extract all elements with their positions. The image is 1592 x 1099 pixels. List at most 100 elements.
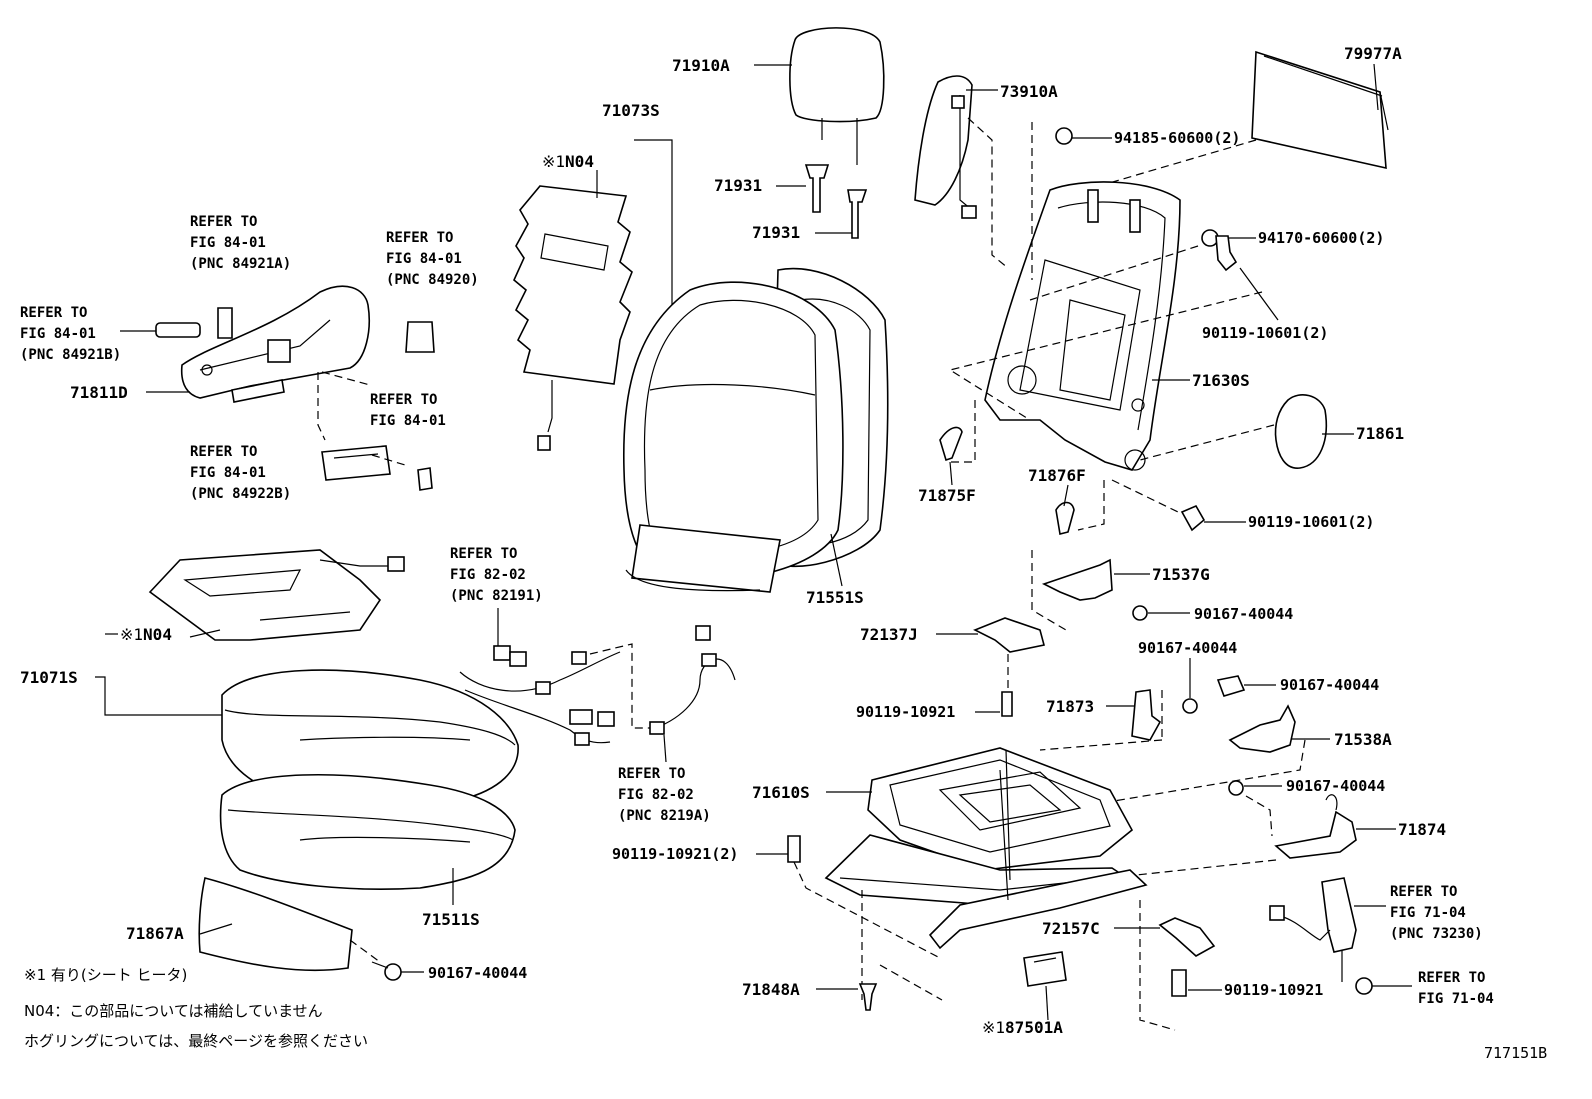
dash-71874-b — [1089, 859, 1277, 881]
part-label-71537G: 71537G — [1152, 565, 1210, 584]
headrest-support-part — [804, 164, 868, 239]
dash-71861 — [1139, 424, 1275, 461]
screw-90167-d — [1228, 780, 1244, 796]
part-label-90167-d: 90167-40044 — [1286, 777, 1386, 795]
heater-mark: ※1 — [542, 152, 566, 171]
screw-90167-c — [1216, 675, 1246, 697]
dash-rear-b — [879, 964, 943, 1001]
dash-71867A — [349, 939, 381, 963]
refer-84920: REFER TO FIG 84-01 (PNC 84920) — [386, 230, 479, 288]
recliner-cover-part — [1274, 394, 1327, 469]
leader-90119-a — [1239, 267, 1279, 321]
refer-71-04: REFER TO FIG 71-04 — [1418, 970, 1494, 1007]
dash-71538A — [1059, 739, 1306, 811]
refer-84-01: REFER TO FIG 84-01 — [370, 392, 446, 429]
dash-90119-a — [948, 291, 1263, 421]
nut-seatbelt — [1355, 977, 1373, 995]
part-label-71511S: 71511S — [422, 910, 480, 929]
dash-71873-b — [1039, 739, 1163, 751]
screw-90167-e — [371, 961, 402, 981]
part-label-71848A: 71848A — [742, 980, 800, 999]
dash-73910A — [967, 117, 1009, 269]
part-label-71630S: 71630S — [1192, 371, 1250, 390]
bolt-90119-a — [1215, 235, 1238, 272]
n04-label: N04 — [143, 625, 172, 644]
part-label-90119-10921-c: 90119-10921 — [1224, 981, 1324, 999]
part-label-90119-10921-a: 90119-10921 — [856, 703, 956, 721]
part-label-71910A: 71910A — [672, 56, 730, 75]
refer-84922B: REFER TO FIG 84-01 (PNC 84922B) — [190, 444, 292, 502]
refer-84921B: REFER TO FIG 84-01 (PNC 84921B) — [20, 305, 122, 363]
nut-94185 — [1055, 127, 1073, 145]
leader-8219A — [663, 734, 667, 763]
part-label-90119-10601-a: 90119-10601(2) — [1202, 324, 1329, 342]
refer-73230: REFER TO FIG 71-04 (PNC 73230) — [1390, 884, 1483, 942]
seatback-frame-part — [984, 181, 1181, 471]
part-label-94170: 94170-60600(2) — [1258, 229, 1385, 247]
note-heater: ※1 有り(シート ヒータ) — [24, 966, 188, 984]
leader-71071S — [95, 676, 222, 716]
heater-mark: ※1 — [982, 1018, 1006, 1037]
cushion-heater-pad — [148, 549, 405, 641]
dash-90119-b — [1111, 479, 1179, 513]
cover-71875F — [939, 426, 963, 462]
leader-71875F — [949, 461, 953, 486]
cover-72157C — [1158, 917, 1216, 957]
cushion-cover-part — [219, 669, 519, 890]
side-shield-part — [180, 285, 370, 403]
diagram-id: 717151B — [1484, 1044, 1548, 1062]
part-label-90119-10921-b: 90119-10921(2) — [612, 845, 739, 863]
part-label-71073S: 71073S — [602, 101, 660, 120]
bolt-90119-d — [787, 835, 801, 863]
dash-switch-b — [371, 454, 406, 466]
part-label-90167-e: 90167-40044 — [428, 964, 528, 982]
cover-72137J — [973, 617, 1045, 653]
part-label-90167-c: 90167-40044 — [1280, 676, 1380, 694]
part-number-87501A: 87501A — [1005, 1018, 1063, 1037]
seat-switch-parts — [155, 307, 435, 491]
screw-90167-a — [1132, 605, 1148, 621]
bolt-90119-c — [1001, 691, 1013, 717]
part-label-71610S: 71610S — [752, 783, 810, 802]
part-label-71875F: 71875F — [918, 486, 976, 505]
bracket-71537G — [1041, 558, 1113, 601]
bracket-71874 — [1274, 794, 1357, 859]
refer-84921A: REFER TO FIG 84-01 (PNC 84921A) — [190, 214, 292, 272]
part-label-73910A: 73910A — [1000, 82, 1058, 101]
back-board-part — [1251, 50, 1389, 170]
leader-87501A — [1045, 985, 1049, 1021]
dash-switch-c — [321, 371, 371, 386]
part-label-71551S: 71551S — [806, 588, 864, 607]
part-label-90119-10601-b: 90119-10601(2) — [1248, 513, 1375, 531]
dash-switch — [317, 372, 326, 441]
part-label-72137J: 72137J — [860, 625, 918, 644]
part-label-71876F: 71876F — [1028, 466, 1086, 485]
part-label-n04-bottom: ※1N04 — [120, 627, 172, 643]
dash-71875F — [950, 400, 976, 463]
part-label-n04-top: ※1N04 — [542, 154, 594, 170]
switch-87501A — [1023, 951, 1067, 987]
part-label-90167-b: 90167-40044 — [1138, 639, 1238, 657]
dash-71874 — [1245, 795, 1273, 837]
dash-71537G — [1031, 550, 1067, 631]
part-label-71874: 71874 — [1398, 820, 1447, 839]
seatbelt-buckle-part — [1269, 877, 1357, 982]
heater-mark: ※1 — [120, 625, 144, 644]
part-label-71538A: 71538A — [1334, 730, 1392, 749]
part-label-79977A: 79977A — [1344, 44, 1402, 63]
dash-90119-d — [793, 861, 941, 959]
dash-71876F — [1077, 480, 1105, 531]
front-cover-part — [198, 877, 353, 972]
refer-8219A: REFER TO FIG 82-02 (PNC 8219A) — [618, 766, 711, 824]
bolt-90119-e — [1171, 969, 1187, 997]
dash-94170 — [1029, 245, 1199, 301]
cover-71876F — [1055, 501, 1075, 535]
part-label-71811D: 71811D — [70, 383, 128, 402]
seatback-heater-pad — [513, 185, 633, 451]
dash-79977A — [1091, 139, 1257, 189]
part-label-71071S: 71071S — [20, 668, 78, 687]
dash-72157C — [1139, 900, 1176, 1031]
pin-71848A — [858, 983, 878, 1011]
